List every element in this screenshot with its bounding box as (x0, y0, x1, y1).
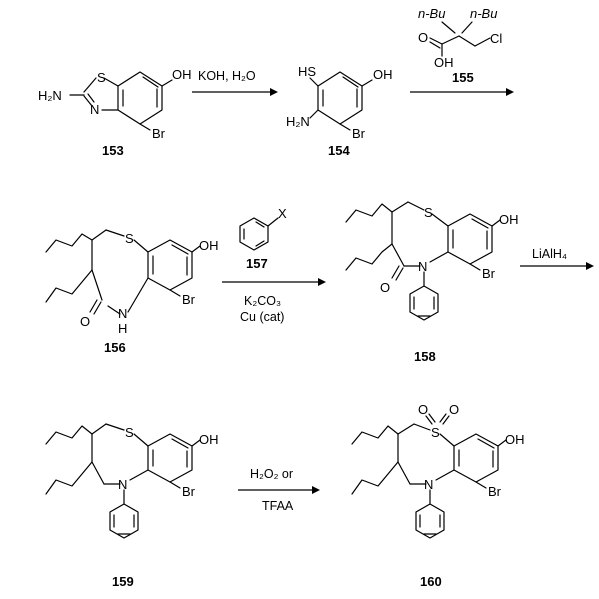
atom-br: Br (182, 292, 196, 307)
atom-br: Br (482, 266, 496, 281)
compound-160: O O S OH Br N 160 (351, 402, 525, 589)
atom-nbu-1: n-Bu (418, 6, 445, 21)
atom-hs: HS (298, 64, 316, 79)
atom-o: O (80, 314, 90, 329)
compound-157: X 157 (239, 206, 287, 271)
atom-cl: Cl (490, 31, 502, 46)
atom-nh2: H₂N (38, 88, 62, 103)
atom-o-2: O (449, 402, 459, 417)
atom-n: N (424, 477, 433, 492)
compound-label: 153 (102, 143, 124, 158)
atom-oh: OH (434, 55, 454, 70)
reagent-label: K₂CO₃ (244, 294, 281, 308)
atom-n: N (118, 306, 127, 321)
atom-s: S (125, 231, 134, 246)
atom-s: S (125, 425, 134, 440)
atom-oh: OH (199, 432, 219, 447)
atom-oh: OH (172, 67, 192, 82)
compound-label: 159 (112, 574, 134, 589)
atom-o: O (380, 280, 390, 295)
reagent-label: H₂O₂ or (250, 467, 293, 481)
atom-oh: OH (499, 212, 519, 227)
compound-153: S N H₂N OH Br 153 (38, 67, 192, 158)
compound-label: 154 (328, 143, 350, 158)
reaction-arrow-3: K₂CO₃ Cu (cat) (222, 278, 326, 324)
atom-n: N (90, 102, 99, 117)
compound-154: HS OH H₂N Br 154 (286, 64, 393, 158)
atom-nh2: H₂N (286, 114, 310, 129)
atom-n: N (418, 259, 427, 274)
reagent-label: Cu (cat) (240, 310, 284, 324)
reagent-label: KOH, H₂O (198, 69, 256, 83)
atom-x: X (278, 206, 287, 221)
atom-s: S (97, 70, 106, 85)
atom-o-1: O (418, 402, 428, 417)
reaction-arrow-2 (410, 88, 514, 96)
atom-br: Br (352, 126, 366, 141)
reaction-arrow-1: KOH, H₂O (192, 69, 278, 96)
atom-h: H (118, 321, 127, 336)
compound-label: 158 (414, 349, 436, 364)
atom-nbu-2: n-Bu (470, 6, 497, 21)
atom-oh: OH (373, 67, 393, 82)
reaction-arrow-5: H₂O₂ or TFAA (238, 467, 320, 513)
atom-s: S (431, 425, 440, 440)
reaction-arrow-4: LiAlH₄ (520, 247, 594, 270)
compound-label: 156 (104, 340, 126, 355)
compound-label: 155 (452, 70, 474, 85)
atom-br: Br (182, 484, 196, 499)
reagent-label: LiAlH₄ (532, 247, 567, 261)
atom-oh: OH (199, 238, 219, 253)
compound-label: 157 (246, 256, 268, 271)
reagent-label: TFAA (262, 499, 294, 513)
compound-156: S OH Br O N H 156 (45, 229, 219, 355)
compound-155: n-Bu n-Bu O OH Cl 155 (418, 6, 502, 85)
atom-br: Br (488, 484, 502, 499)
atom-o: O (418, 30, 428, 45)
atom-n: N (118, 477, 127, 492)
compound-label: 160 (420, 574, 442, 589)
atom-s: S (424, 205, 433, 220)
compound-159: S OH Br N 159 (45, 423, 219, 589)
atom-oh: OH (505, 432, 525, 447)
compound-158: S OH Br O N 158 (345, 201, 519, 364)
atom-br: Br (152, 126, 166, 141)
